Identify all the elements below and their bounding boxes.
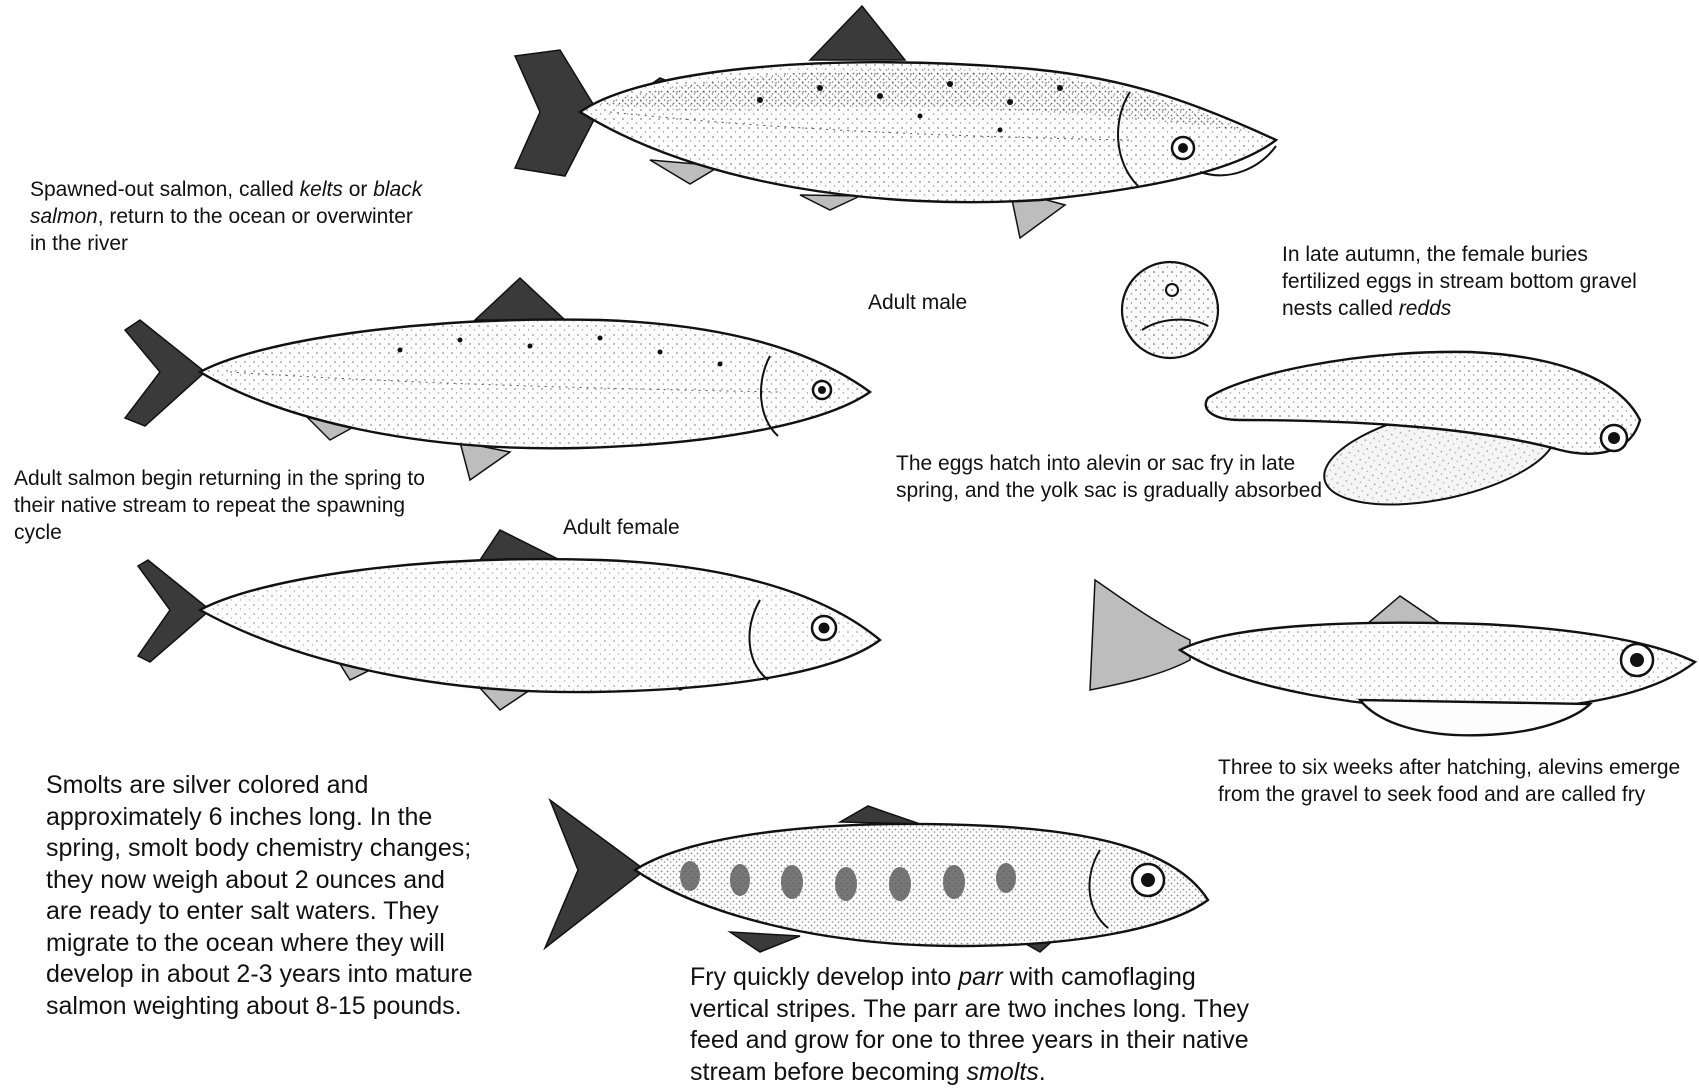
salmon-fry [1090, 580, 1695, 735]
redds-caption-text: In late autumn, the female buries fertil… [1282, 243, 1637, 320]
redds-caption: In late autumn, the female buries fertil… [1282, 241, 1662, 322]
parr-caption-text-3: . [1039, 1058, 1046, 1086]
adult-female-salmon [125, 278, 870, 480]
smolts-caption: Smolts are silver colored and approximat… [46, 770, 486, 1022]
redds-term: redds [1399, 297, 1452, 320]
parr-caption: Fry quickly develop into parr with camof… [690, 962, 1250, 1088]
kelts-caption: Spawned-out salmon, called kelts or blac… [30, 176, 430, 257]
salmon-egg [1122, 262, 1218, 358]
returning-caption: Adult salmon begin returning in the spri… [14, 465, 434, 546]
adult-male-label: Adult male [868, 289, 967, 316]
parr-caption-text-1: Fry quickly develop into [690, 963, 958, 991]
fry-caption: Three to six weeks after hatching, alevi… [1218, 754, 1688, 808]
returning-adult-salmon [138, 530, 880, 710]
kelts-caption-text-2: or [343, 178, 373, 201]
kelts-term: kelts [300, 178, 343, 201]
smolts-term: smolts [967, 1058, 1039, 1086]
adult-female-label: Adult female [563, 514, 680, 541]
parr-term: parr [958, 963, 1002, 991]
kelts-caption-text-1: Spawned-out salmon, called [30, 178, 300, 201]
salmon-parr [545, 800, 1208, 952]
alevin-caption: The eggs hatch into alevin or sac fry in… [896, 450, 1336, 504]
adult-male-salmon [515, 6, 1276, 238]
